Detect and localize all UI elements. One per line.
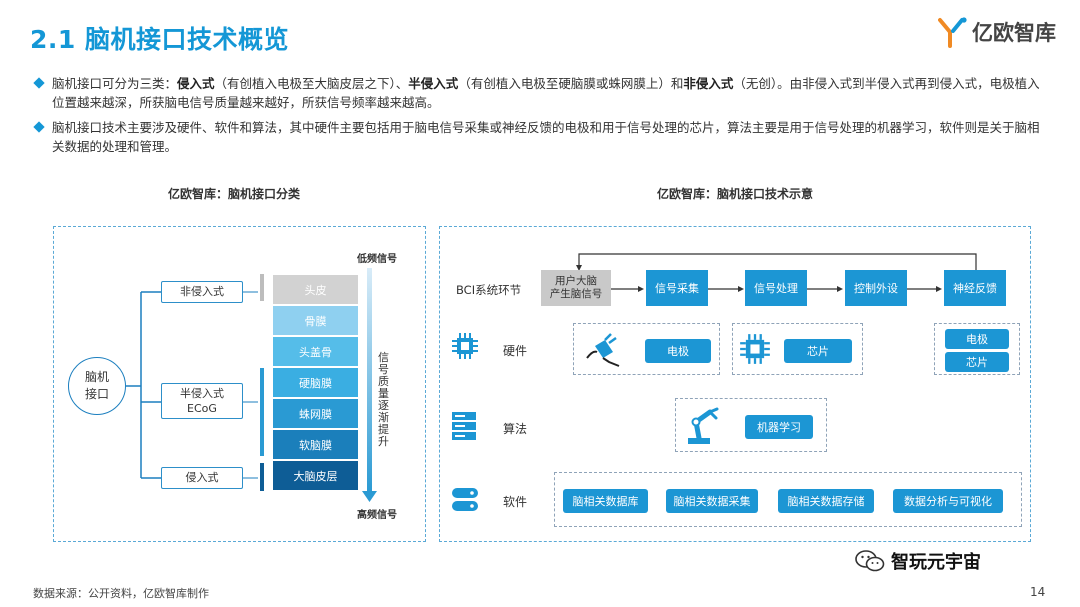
server-icon <box>452 412 476 440</box>
bullet-1-segment: 半侵入式 <box>408 76 459 91</box>
bullet-diamond-icon <box>33 77 45 89</box>
signal-quality-arrow-label: 信号质量逐渐提升 <box>378 351 389 448</box>
database-icon <box>452 488 478 511</box>
side-chip-pill: 芯片 <box>945 352 1009 372</box>
flow-step-acquisition: 信号采集 <box>646 270 708 306</box>
flow-arrows <box>576 253 977 292</box>
brain-layer: 头皮 <box>273 275 358 304</box>
bullet-2: 脑机接口技术主要涉及硬件、软件和算法，其中硬件主要包括用于脑电信号采集或神经反馈… <box>33 118 1045 156</box>
logo-mark-icon <box>938 17 967 48</box>
wechat-account-name: 智玩元宇宙 <box>891 552 981 573</box>
flow-step-processing: 信号处理 <box>745 270 807 306</box>
plug-electrode-icon <box>586 333 620 367</box>
wechat-watermark: 智玩元宇宙 <box>855 548 981 574</box>
row-label-software: 软件 <box>503 495 528 509</box>
electrode-pill: 电极 <box>645 339 711 363</box>
robot-arm-icon <box>688 407 719 444</box>
brain-layer: 骨膜 <box>273 306 358 335</box>
bci-root-node: 脑机 接口 <box>68 357 126 415</box>
machine-learning-pill: 机器学习 <box>745 415 813 439</box>
bullet-diamond-icon <box>33 121 45 133</box>
flow-step-feedback: 神经反馈 <box>944 270 1006 306</box>
brain-layer: 硬脑膜 <box>273 368 358 397</box>
left-diagram-caption: 亿欧智库：脑机接口分类 <box>168 187 301 201</box>
chip-icon <box>452 333 478 359</box>
brand-name: 亿欧智库 <box>972 21 1056 45</box>
bullet-1-segment: （有创植入电极至大脑皮层之下）、 <box>214 76 409 91</box>
flow-step-control: 控制外设 <box>845 270 907 306</box>
classification-panel <box>53 226 426 542</box>
chip-pill: 芯片 <box>784 339 852 363</box>
classification-connectors <box>126 268 377 502</box>
brain-layer: 大脑皮层 <box>273 461 358 490</box>
electrode-box <box>573 323 720 375</box>
bullet-2-text: 脑机接口技术主要涉及硬件、软件和算法，其中硬件主要包括用于脑电信号采集或神经反馈… <box>52 118 1045 156</box>
wechat-icon <box>855 550 885 572</box>
bullet-1: 脑机接口可分为三类：侵入式（有创植入电极至大脑皮层之下）、半侵入式（有创植入电极… <box>33 74 1045 112</box>
bullet-1-segment: 脑机接口可分为三类： <box>52 76 178 91</box>
brain-layer: 软脑膜 <box>273 430 358 459</box>
high-frequency-label: 高频信号 <box>357 510 397 521</box>
bullet-2-segment: 脑机接口技术主要涉及硬件、软件和算法，其中硬件主要包括用于脑电信号采集或神经反馈… <box>52 120 1040 154</box>
software-brain-data-storage: 脑相关数据存储 <box>778 489 874 513</box>
side-electrode-pill: 电极 <box>945 329 1009 349</box>
software-brain-database: 脑相关数据库 <box>563 489 648 513</box>
brain-layer: 蛛网膜 <box>273 399 358 428</box>
technology-panel <box>439 226 1031 542</box>
row-label-hardware: 硬件 <box>503 344 528 358</box>
right-diagram-caption: 亿欧智库：脑机接口技术示意 <box>657 187 814 201</box>
bullet-1-segment: （无创）。由非侵入式到半侵入式再到侵入式，电极植入位置越来越深，所获脑电信号质量… <box>52 76 1040 110</box>
software-brain-data-collection: 脑相关数据采集 <box>666 489 758 513</box>
bci-stage-label: BCI系统环节 <box>456 283 522 297</box>
bullet-1-text: 脑机接口可分为三类：侵入式（有创植入电极至大脑皮层之下）、半侵入式（有创植入电极… <box>52 74 1045 112</box>
row-label-algorithm: 算法 <box>503 422 528 436</box>
feedback-hardware-box <box>934 323 1020 375</box>
category-invasive: 侵入式 <box>161 467 243 489</box>
chip-box <box>732 323 863 375</box>
brain-layer: 头盖骨 <box>273 337 358 366</box>
chip-icon <box>740 334 770 364</box>
data-source: 数据来源：公开资料，亿欧智库制作 <box>33 587 209 600</box>
low-frequency-label: 低频信号 <box>357 254 397 265</box>
bullet-1-segment: 侵入式 <box>177 76 215 91</box>
category-semi-invasive: 半侵入式 ECoG <box>161 383 243 419</box>
flow-step-user-brain: 用户大脑 产生脑信号 <box>541 270 611 306</box>
software-analysis-visualization: 数据分析与可视化 <box>893 489 1003 513</box>
bullet-1-segment: 非侵入式 <box>683 76 734 91</box>
bullet-1-segment: （有创植入电极至硬脑膜或蛛网膜上）和 <box>458 76 684 91</box>
page-title: 2.1 脑机接口技术概览 <box>30 25 289 54</box>
brain-layer-stack: 头皮骨膜头盖骨硬脑膜蛛网膜软脑膜大脑皮层 <box>273 275 358 492</box>
algorithm-box <box>675 398 827 452</box>
software-box <box>554 472 1022 527</box>
brand-logo: 亿欧智库 <box>938 14 1056 50</box>
category-non-invasive: 非侵入式 <box>161 281 243 303</box>
page-number: 14 <box>1030 585 1046 599</box>
